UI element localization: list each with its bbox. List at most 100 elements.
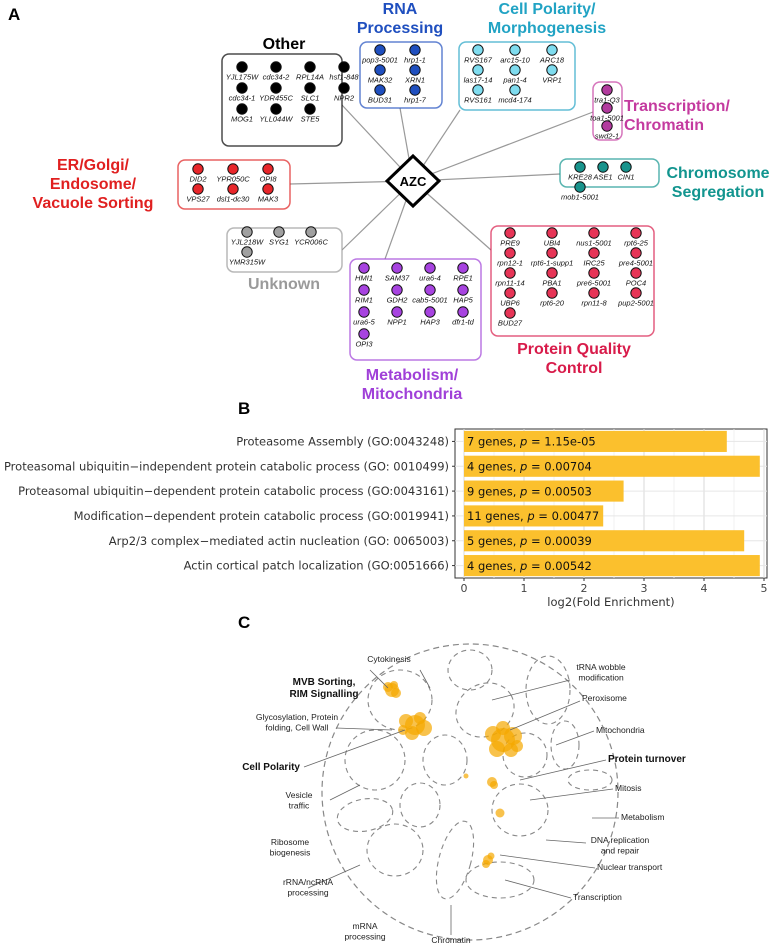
group-name-unknown: Unknown <box>248 276 320 293</box>
blob <box>383 681 401 698</box>
blob <box>463 773 469 779</box>
gene-node <box>509 44 521 56</box>
gene-label: tra1-Q3 <box>594 96 620 105</box>
panel-label-b: B <box>238 399 250 418</box>
edge-transcription <box>412 111 594 182</box>
blob-part <box>390 681 398 689</box>
gene-label: HMI1 <box>355 274 373 283</box>
hub-diamond <box>384 153 442 209</box>
gene-node <box>546 247 558 259</box>
gene-label: IRC25 <box>583 259 605 268</box>
gene-node <box>304 103 316 115</box>
map-label-ribosome: biogenesis <box>270 848 311 858</box>
bar-label-p: p <box>519 459 527 473</box>
gene-label: MAK32 <box>368 76 393 85</box>
gene-node <box>546 44 558 56</box>
gene-label: VRP1 <box>542 76 562 85</box>
gene-label: nus1-5001 <box>576 239 611 248</box>
gene-node <box>358 284 370 296</box>
map-label-vesicle: traffic <box>289 801 310 811</box>
gene-label: rpt6-20 <box>540 299 565 308</box>
bar-label: 4 genes, p = 0.00704 <box>467 459 592 473</box>
gene-node <box>424 262 436 274</box>
leader-line <box>307 864 361 889</box>
gene-node <box>472 44 484 56</box>
blob <box>398 712 432 740</box>
gene-node <box>472 84 484 96</box>
bar <box>464 505 604 527</box>
map-label-glyco: Glycosylation, Protein <box>256 712 338 722</box>
x-tick-label: 0 <box>461 582 468 595</box>
gene-label: ASE1 <box>592 173 612 182</box>
gene-node <box>546 227 558 239</box>
group-name-rna: RNA <box>383 1 418 18</box>
gene-label: toa1-5001 <box>590 114 624 123</box>
gene-node <box>262 163 274 175</box>
bar-label-genes: 9 genes, <box>467 484 520 498</box>
blob-part <box>511 740 523 752</box>
gene-node <box>304 61 316 73</box>
gene-node <box>391 284 403 296</box>
map-label-glyco: folding, Cell Wall <box>266 723 329 733</box>
gene-node <box>630 227 642 239</box>
gene-label: RIM1 <box>355 296 373 305</box>
x-tick-label: 4 <box>701 582 708 595</box>
gene-label: rpt6-1-supp1 <box>531 259 574 268</box>
gene-node <box>424 284 436 296</box>
map-label-chromatin: Chromatin <box>431 935 470 945</box>
leader-line <box>369 669 389 689</box>
group-name-chromosome: Segregation <box>672 184 764 201</box>
region-mitosis <box>502 732 548 778</box>
blob <box>485 721 523 757</box>
gene-label: YJL175W <box>226 73 259 82</box>
map-label-transcription: Transcription <box>573 892 622 902</box>
group-name-pqc: Control <box>546 360 603 377</box>
category-label: Proteasomal ubiquitin−dependent protein … <box>18 484 449 498</box>
bar-label-p: p <box>519 559 527 573</box>
gene-node <box>241 226 253 238</box>
bar-label-p: p <box>519 534 527 548</box>
gene-node <box>630 267 642 279</box>
leader-line <box>303 729 406 768</box>
gene-label: rpt6-25 <box>624 239 649 248</box>
gene-label: RPL14A <box>296 73 324 82</box>
map-label-mrna: mRNA <box>352 921 377 931</box>
gene-node <box>391 306 403 318</box>
gene-label: RVS167 <box>464 56 493 65</box>
region-metabolism-b <box>567 769 613 791</box>
gene-node <box>424 306 436 318</box>
map-label-polarity: Cell Polarity <box>242 762 300 773</box>
gene-node <box>374 44 386 56</box>
category-label: Proteasomal ubiquitin−independent protei… <box>4 459 449 473</box>
gene-node <box>588 287 600 299</box>
group-box-unknown <box>226 227 343 273</box>
category-label: Actin cortical patch localization (GO:00… <box>184 559 449 573</box>
blob <box>495 808 505 818</box>
group-name-pqc: Protein Quality <box>517 341 631 358</box>
gene-label: MOG1 <box>231 115 253 124</box>
gene-node <box>504 247 516 259</box>
region-transcription <box>465 861 535 899</box>
category-labels: Proteasome Assembly (GO:0043248)Proteaso… <box>4 434 455 573</box>
gene-node <box>630 287 642 299</box>
bar-label: 7 genes, p = 1.15e-05 <box>467 435 596 449</box>
x-tick-label: 1 <box>521 582 528 595</box>
gene-node <box>597 161 609 173</box>
gene-label: rpn12-1 <box>497 259 523 268</box>
bar <box>464 555 760 577</box>
blob-part <box>495 808 505 818</box>
map-label-peroxisome: Peroxisome <box>582 693 627 703</box>
gene-node <box>409 64 421 76</box>
gene-node <box>409 44 421 56</box>
gene-label: pop3-5001 <box>361 56 398 65</box>
gene-node <box>601 120 613 132</box>
gene-node <box>305 226 317 238</box>
gene-node <box>270 61 282 73</box>
bar-label: 4 genes, p = 0.00542 <box>467 559 592 573</box>
category-label: Arp2/3 complex−mediated actin nucleation… <box>109 534 449 548</box>
map-label-cytokinesis: Cytokinesis <box>367 654 410 664</box>
